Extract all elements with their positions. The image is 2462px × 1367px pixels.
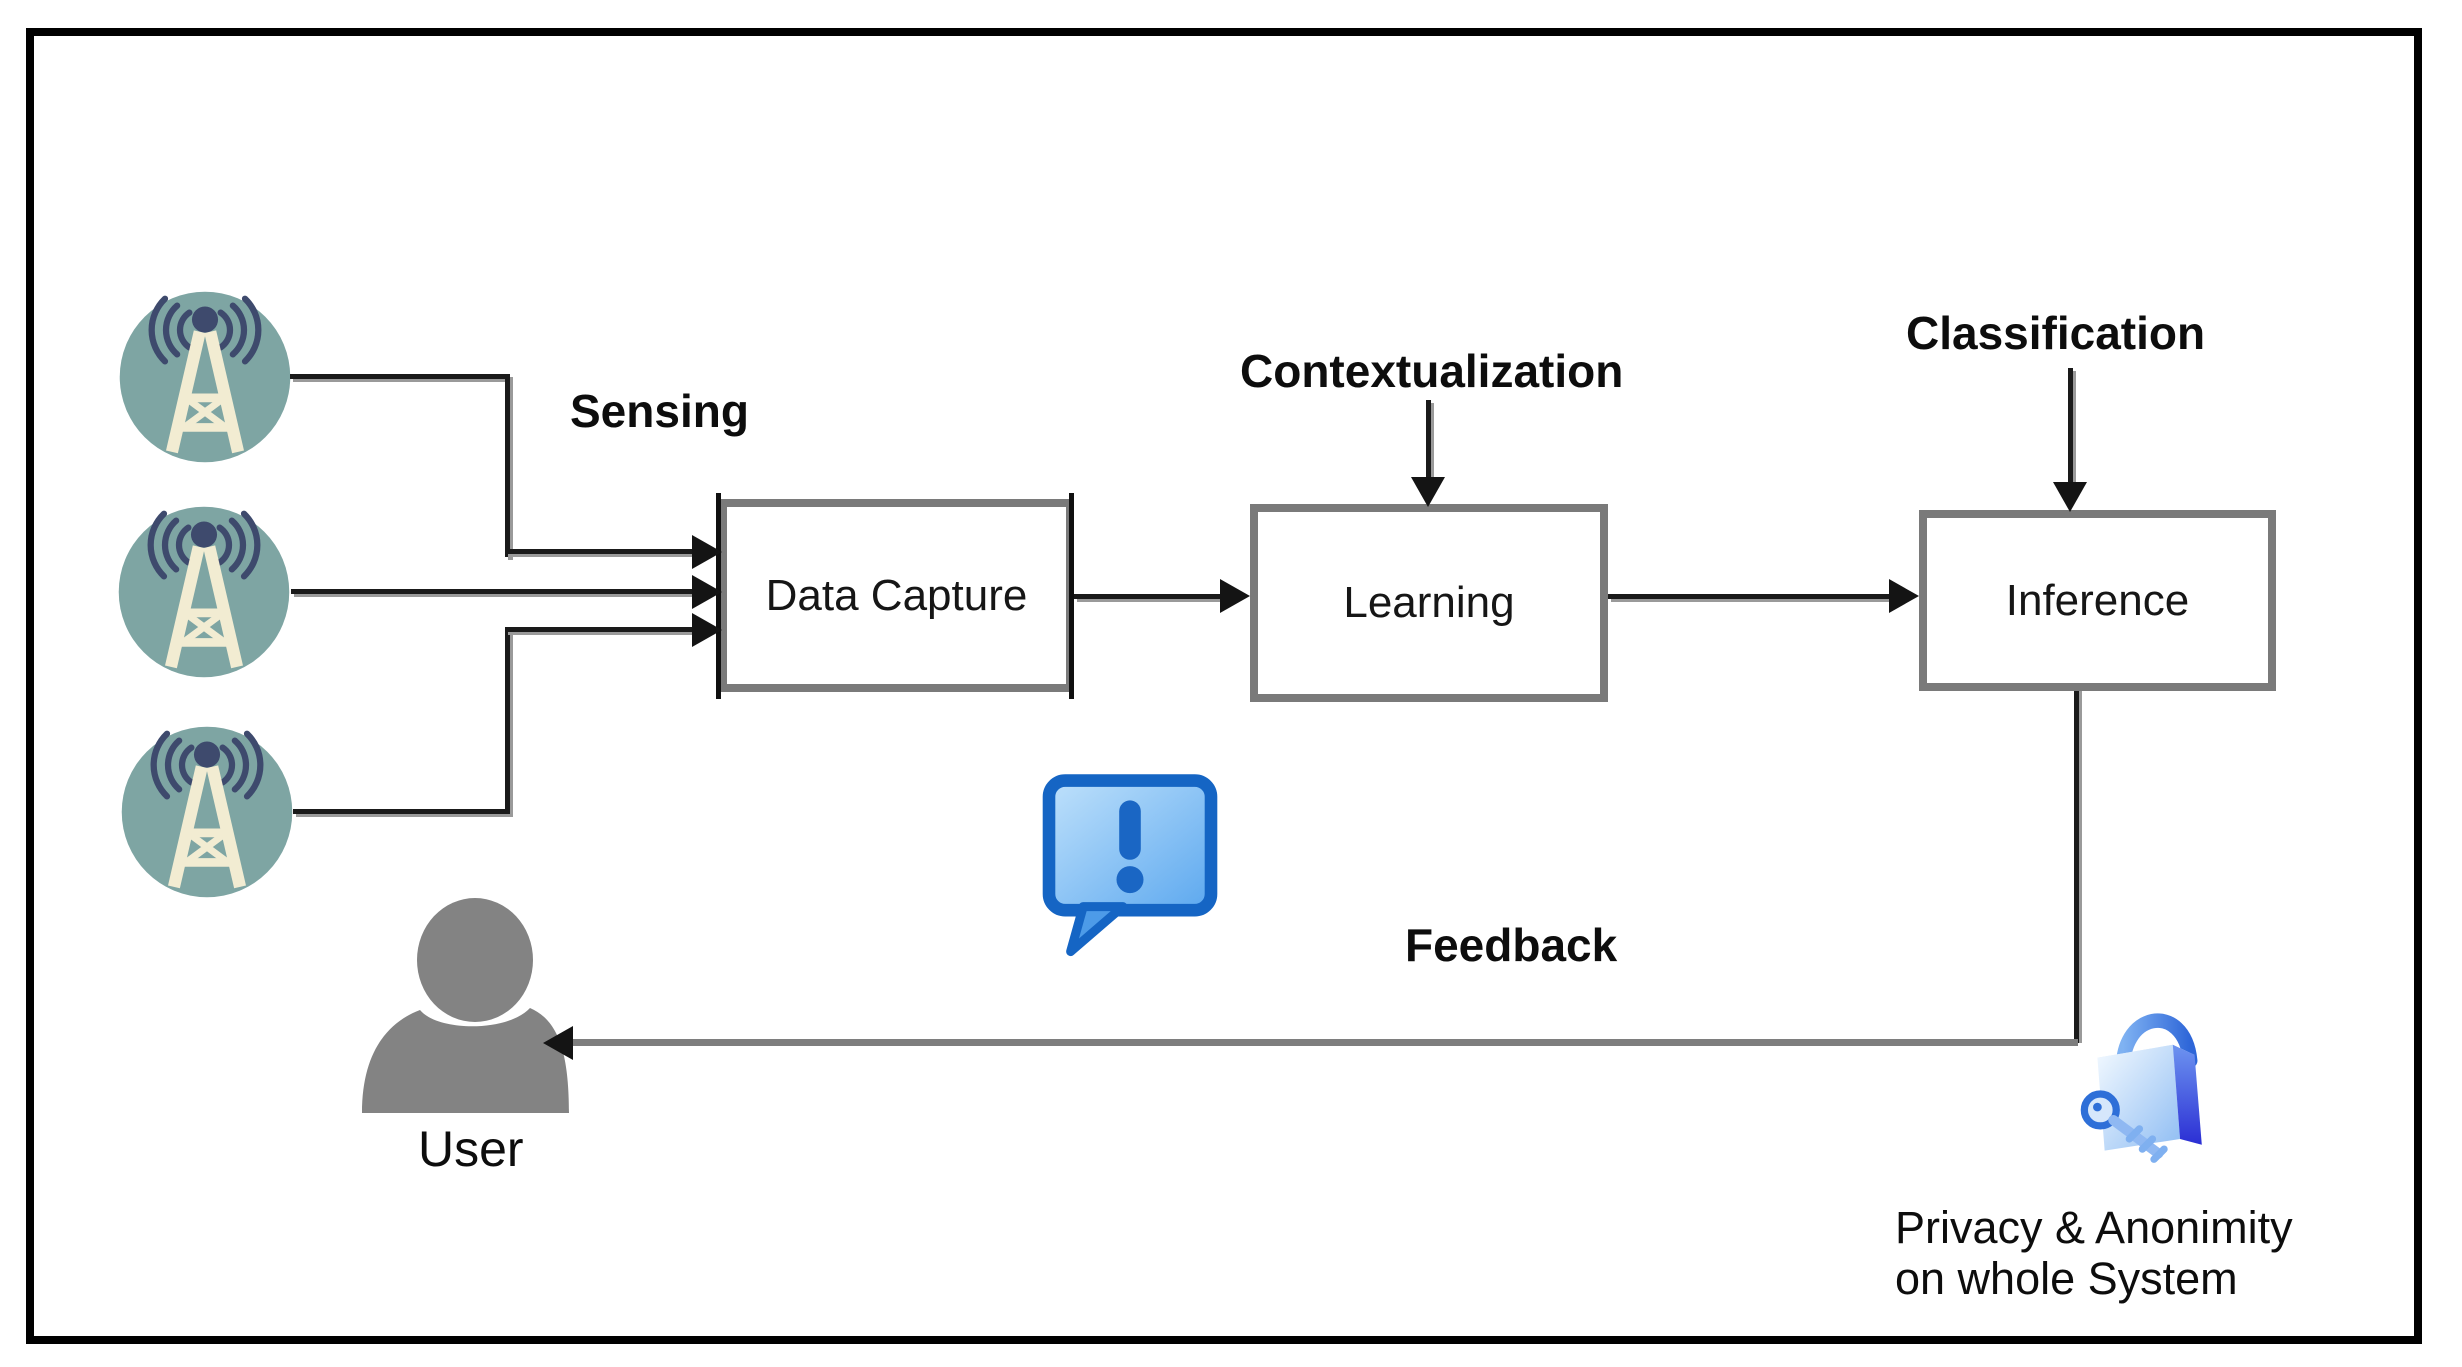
connector-antenna3-v	[505, 628, 510, 814]
arrowhead-into-data-capture-3	[692, 613, 722, 647]
connector-antenna1-h2	[505, 549, 692, 554]
label-classification: Classification	[1906, 307, 2206, 359]
connector-antenna2-h	[291, 589, 692, 594]
label-privacy: Privacy & Anonimity on whole System	[1895, 1202, 2293, 1304]
arrowhead-into-inference-top	[2053, 482, 2087, 512]
arrowhead-into-inference	[1889, 579, 1919, 613]
connector-antenna3-h1	[293, 809, 509, 814]
node-data-capture: Data Capture	[719, 499, 1074, 692]
connector-datacapture-learning	[1074, 594, 1220, 599]
connector-feedback-v	[2074, 688, 2079, 1043]
connector-antenna3-h2	[505, 627, 692, 632]
arrowhead-into-data-capture-1	[692, 535, 722, 569]
arrowhead-into-data-capture-2	[692, 575, 722, 609]
user-icon	[362, 898, 569, 1113]
node-data-capture-label: Data Capture	[765, 570, 1028, 620]
arrowhead-into-user	[543, 1026, 573, 1060]
node-inference: Inference	[1919, 510, 2276, 691]
node-learning-label: Learning	[1343, 578, 1515, 627]
connector-classification-v	[2068, 368, 2073, 482]
radio-tower-icon	[119, 291, 291, 463]
arrowhead-into-learning-top	[1411, 477, 1445, 507]
connector-learning-inference	[1608, 594, 1889, 599]
radio-tower-icon	[121, 726, 293, 898]
node-inference-label: Inference	[2005, 575, 2190, 625]
radio-tower-icon	[118, 506, 290, 678]
label-privacy-line2: on whole System	[1895, 1253, 2238, 1304]
label-user: User	[418, 1121, 524, 1177]
label-feedback: Feedback	[1405, 919, 1618, 971]
lock-key-icon	[2080, 1013, 2202, 1163]
connector-antenna1-v	[505, 374, 510, 557]
label-sensing: Sensing	[570, 385, 749, 437]
node-learning: Learning	[1250, 504, 1608, 702]
connector-feedback-h	[563, 1039, 2078, 1046]
connector-contextualization-v	[1426, 400, 1431, 477]
data-capture-right-edge	[1069, 493, 1074, 699]
label-privacy-line1: Privacy & Anonimity	[1895, 1202, 2293, 1253]
arrowhead-into-learning	[1220, 579, 1250, 613]
connector-antenna1-h1	[290, 374, 509, 379]
alert-speech-bubble-icon	[1042, 774, 1218, 957]
label-contextualization: Contextualization	[1240, 345, 1624, 397]
